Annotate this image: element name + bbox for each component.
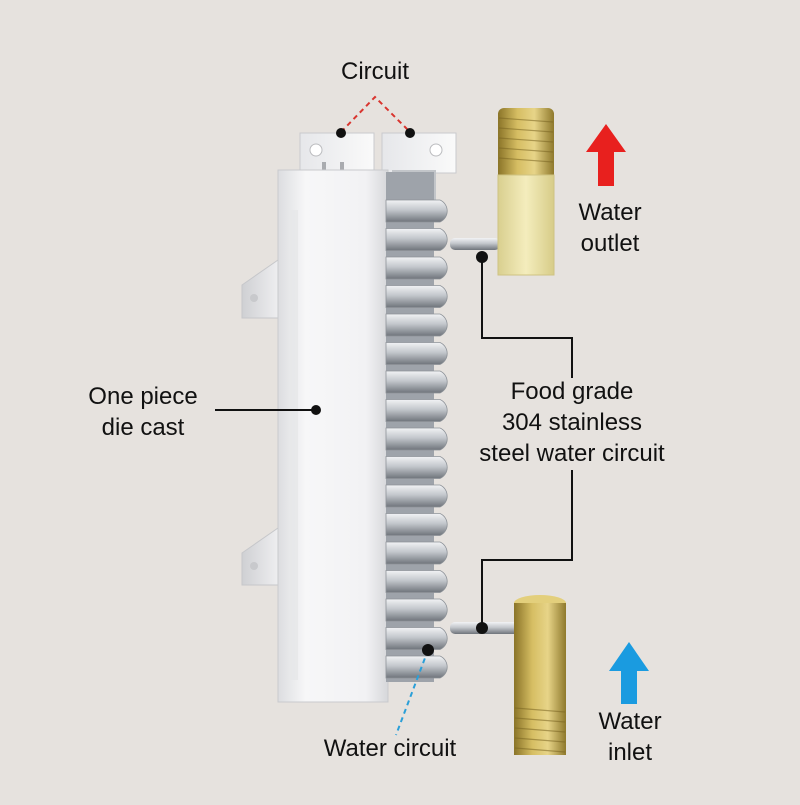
stainless-pointer [476, 251, 573, 634]
coil-turn [385, 285, 448, 308]
coil-turn [385, 342, 448, 365]
mounting-tab-lower [241, 527, 279, 586]
mounting-tab-upper [241, 259, 279, 319]
water-outlet-label: Water outlet [578, 199, 642, 257]
stainless-steel-label: Food grade 304 stainless steel water cir… [479, 378, 665, 467]
coil-turn [385, 484, 448, 508]
die-cast-pointer [215, 405, 321, 415]
up-arrow-red-icon [586, 124, 626, 186]
coil-turn [385, 427, 448, 451]
water-outlet-fitting [450, 108, 555, 276]
coil-turn [385, 399, 448, 422]
coil-turn [385, 228, 448, 251]
coil-turn [385, 541, 448, 565]
coil-turn [385, 313, 448, 337]
coil-turn [385, 598, 448, 622]
coil-turn [385, 570, 448, 593]
stainless-steel-coil [385, 172, 448, 682]
coil-turn [385, 370, 448, 394]
circuit-pointer [336, 95, 415, 138]
water-inlet-fitting [450, 595, 566, 755]
die-cast-body [277, 169, 389, 703]
coil-turn [385, 199, 448, 223]
coil-turn [385, 627, 448, 650]
die-cast-label: One piece die cast [88, 383, 198, 441]
water-circuit-pointer [395, 644, 434, 736]
circuit-terminal-left [299, 132, 375, 174]
coil-turn [385, 456, 448, 479]
water-inlet-label: Water inlet [598, 708, 662, 766]
up-arrow-blue-icon [609, 642, 649, 704]
circuit-label: Circuit [340, 58, 409, 85]
coil-turn [385, 655, 448, 679]
coil-turn [385, 513, 448, 536]
water-circuit-label: Water circuit [323, 735, 457, 762]
coil-turn [385, 256, 448, 280]
